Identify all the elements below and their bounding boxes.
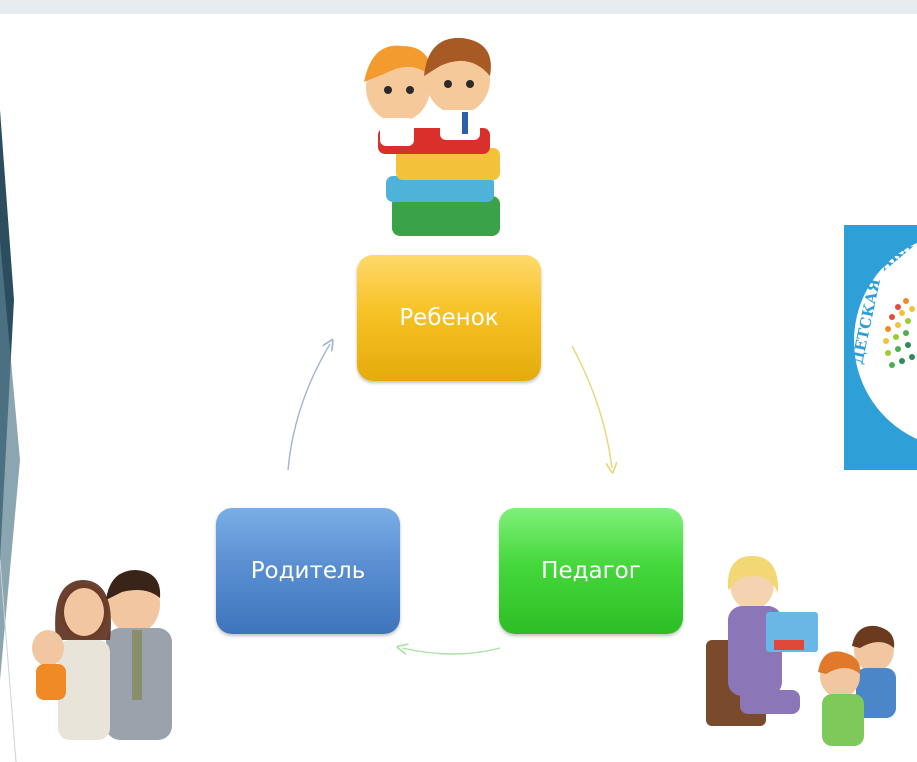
arrow-child-to-teacher: [571, 345, 612, 468]
node-teacher-label: Педагог: [541, 558, 641, 584]
logo: АКА ДЕТСКАЯ: [844, 225, 917, 470]
node-teacher: Педагог: [499, 508, 683, 634]
arrow-parent-to-child: [287, 344, 330, 471]
children-on-books-illustration: [364, 37, 500, 236]
academy-logo-icon: АКА ДЕТСКАЯ: [848, 235, 917, 440]
node-parent-label: Родитель: [250, 558, 366, 584]
dot-pattern: [883, 298, 915, 368]
node-parent: Родитель: [216, 508, 400, 634]
slide-frame-decoration: [0, 110, 20, 762]
family-illustration: [32, 570, 172, 740]
arrow-teacher-to-parent: [402, 648, 501, 655]
teacher-reading-to-children-illustration: [706, 556, 896, 746]
node-child: Ребенок: [357, 255, 541, 381]
node-child-label: Ребенок: [399, 305, 499, 331]
top-strip: [0, 0, 917, 14]
